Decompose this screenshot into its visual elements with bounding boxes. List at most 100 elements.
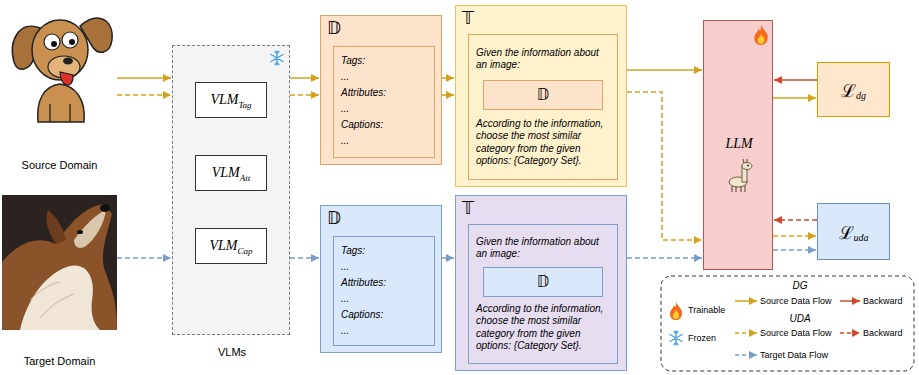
node-text: LLM — [704, 136, 774, 152]
node-text: Tag — [238, 100, 251, 110]
llama-icon — [724, 159, 754, 193]
vlm-box: VLMTag — [195, 82, 267, 118]
legend-text: Target Data Flow — [760, 350, 828, 361]
node-text: VLMs — [173, 346, 291, 359]
target-dog-painting — [2, 195, 117, 330]
legend-text: Backward — [863, 328, 903, 339]
flow-arrow — [773, 235, 816, 237]
node-text: ... — [341, 291, 427, 307]
snowflake-icon — [670, 331, 682, 345]
node-text: Given the information about an image: — [476, 236, 610, 261]
legend-text: Frozen — [688, 333, 716, 344]
legend-frame — [661, 276, 914, 371]
loss-box: ℒuda — [817, 203, 890, 260]
dog-head — [32, 20, 88, 80]
node-text: According to the information, choose the… — [476, 303, 610, 353]
node-text: Source Domain — [2, 159, 117, 172]
node-text: 𝕋 — [462, 8, 474, 28]
vlm-group: VLMsVLMTagVLMAttVLMCap — [172, 45, 290, 335]
description-panel: 𝔻 Tags:...Attributes:...Captions:... — [320, 205, 442, 353]
description-box: Tags:...Attributes:...Captions:... — [333, 236, 435, 346]
legend-text: Source Data Flow — [760, 296, 832, 307]
node-text: Captions: — [341, 117, 427, 133]
flow-arrow — [774, 79, 817, 81]
source-dog-cartoon — [12, 18, 112, 122]
dog-pupil — [51, 41, 57, 47]
node-text: 𝔻 — [327, 208, 341, 228]
vlm-box: VLMCap — [195, 228, 267, 264]
prompt-box: Given the information about an image: Acc… — [468, 34, 618, 180]
legend-line — [735, 332, 757, 334]
dog-eye — [44, 34, 60, 50]
flow-arrow — [773, 249, 816, 251]
template-panel: 𝕋Given the information about an image: Ac… — [455, 5, 627, 187]
flow-arrow — [290, 77, 319, 79]
node-text: ... — [341, 101, 427, 117]
dog-fur — [2, 204, 117, 330]
node-text: ... — [341, 133, 427, 149]
flow-arrow — [627, 69, 702, 71]
flow-arrow — [442, 257, 454, 259]
dog-eye — [62, 32, 78, 48]
description-slot: 𝔻 — [483, 80, 603, 110]
flow-arrow — [117, 77, 171, 79]
node-text: Attributes: — [341, 275, 427, 291]
node-text: uda — [854, 232, 869, 243]
node-text: 𝔻 — [327, 18, 341, 38]
legend-text: Trainable — [688, 305, 725, 316]
node-text: Target Domain — [2, 355, 117, 368]
llm-box: LLM — [703, 20, 773, 270]
node-text: 𝔻 — [537, 86, 549, 104]
node-text: VLM — [209, 238, 237, 254]
dog-legs — [50, 104, 70, 122]
dog-body — [38, 84, 85, 122]
node-text: Tags: — [341, 243, 427, 259]
loss-box: ℒdg — [817, 62, 890, 117]
legend-text: Source Data Flow — [760, 328, 832, 339]
node-text: Captions: — [341, 307, 427, 323]
node-text: Given the information about an image: — [476, 47, 610, 72]
template-panel: 𝕋Given the information about an image:Ac… — [455, 195, 627, 371]
fur-strokes — [30, 282, 74, 318]
node-text: Cap — [237, 246, 252, 256]
dog-chest — [20, 265, 100, 330]
node-text: 𝔻 — [537, 273, 549, 291]
domain-image: Target Domain — [2, 195, 117, 330]
node-text: Attributes: — [341, 85, 427, 101]
legend-line — [735, 300, 757, 302]
flow-arrow — [290, 94, 319, 96]
painting-ground — [2, 195, 117, 330]
node-text: ℒ — [839, 220, 854, 244]
flow-arrow — [627, 257, 702, 259]
vlm-box: VLMAtt — [195, 155, 267, 191]
description-slot: 𝔻 — [483, 267, 603, 297]
node-text: dg — [856, 90, 866, 101]
flow-arrow — [290, 257, 319, 259]
flow-arrow — [442, 77, 454, 79]
flow-arrow — [117, 94, 171, 96]
flow-arrow — [774, 219, 817, 221]
node-text: Tags: — [341, 53, 427, 69]
node-text: ... — [341, 323, 427, 339]
dog-eye — [77, 230, 83, 234]
legend-line — [840, 332, 860, 334]
dog-pupil — [69, 39, 75, 45]
node-text: ℒ — [841, 78, 856, 102]
legend-group-label: UDA — [780, 313, 820, 325]
node-text: ... — [341, 69, 427, 85]
legend-group-label: DG — [780, 280, 820, 292]
flow-arrow — [627, 92, 702, 240]
dog-nose — [63, 58, 73, 65]
node-text: According to the information, choose the… — [476, 118, 610, 168]
legend-line — [735, 354, 757, 356]
trainable-icon — [753, 25, 769, 45]
node-text: VLM — [210, 92, 238, 108]
dog-muzzle — [74, 210, 106, 248]
node-text: VLM — [212, 165, 240, 181]
fire-icon — [670, 302, 682, 320]
legend-line — [840, 300, 860, 302]
dog-ear — [46, 210, 66, 244]
domain-image: Source Domain — [2, 5, 117, 125]
